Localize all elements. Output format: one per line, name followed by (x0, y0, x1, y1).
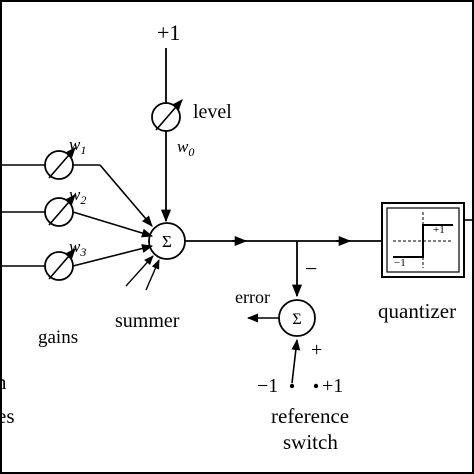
level-label: level (193, 101, 232, 123)
error-label: error (235, 287, 270, 307)
gain-w0 (151, 99, 183, 132)
reference-switch-arm (291, 338, 301, 384)
summer-symbol: Σ (162, 232, 172, 251)
summer-tick-1 (125, 255, 154, 287)
cut-left-label-2: es (0, 404, 15, 428)
quantizer-plus-label: +1 (433, 224, 445, 236)
w1-label: w1 (69, 135, 86, 157)
switch-contact-minus (289, 383, 295, 389)
plus-sign: + (311, 339, 322, 361)
cut-left-label-1: n (0, 370, 7, 394)
quantizer-block (381, 202, 465, 278)
minus-sign: − (305, 256, 317, 281)
switch-contact-plus (313, 383, 319, 389)
quantizer-minus-label: −1 (394, 257, 406, 269)
w3-to-summer (72, 244, 154, 267)
reference-label: reference (271, 404, 349, 428)
quantizer-label: quantizer (378, 299, 456, 323)
switch-plus-label: +1 (322, 375, 343, 397)
switch-label: switch (283, 430, 338, 454)
w2-label: w2 (69, 185, 86, 207)
w0-label: w0 (177, 137, 194, 159)
w2-to-summer (72, 211, 154, 238)
error-summer-symbol: Σ (292, 311, 301, 328)
gains-label: gains (38, 327, 78, 348)
summer-tick-2 (145, 259, 160, 291)
w1-to-summer (99, 164, 153, 227)
w3-label: w3 (69, 237, 86, 259)
summer-label: summer (115, 310, 180, 332)
switch-minus-label: −1 (257, 375, 278, 397)
bias-input-label: +1 (157, 20, 180, 45)
